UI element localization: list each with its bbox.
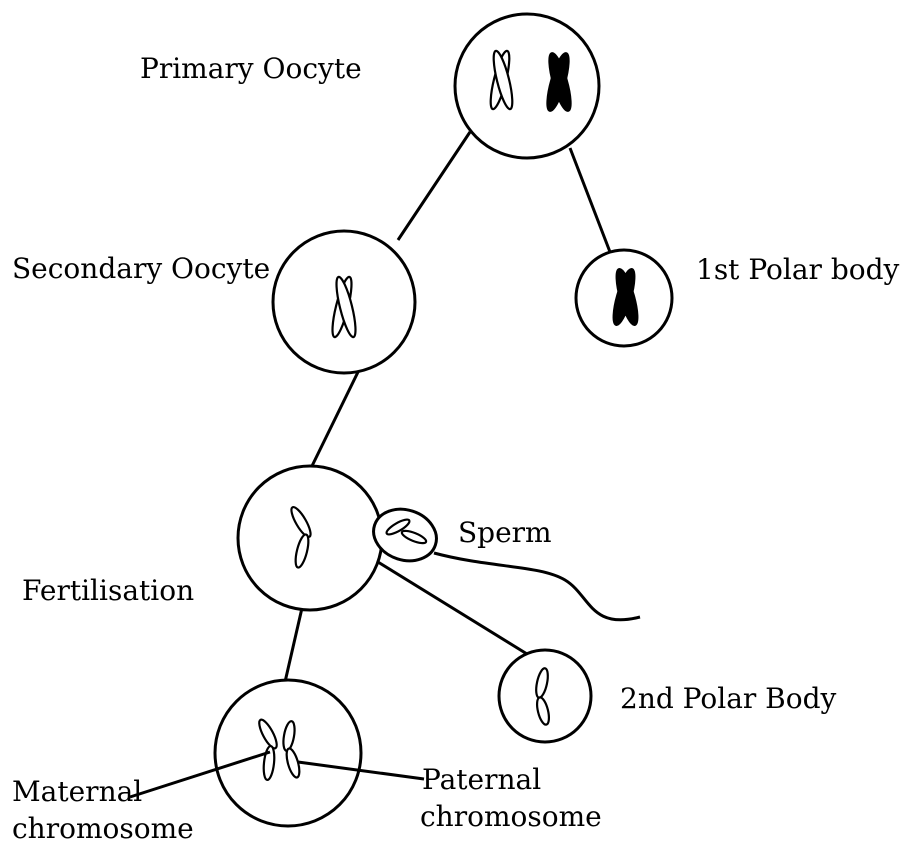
primary-oocyte-label: Primary Oocyte	[140, 52, 362, 85]
second-polar-body-label: 2nd Polar Body	[620, 682, 837, 715]
maternal-chromosome-label: Maternal	[12, 775, 142, 808]
first-polar-body-label: 1st Polar body	[696, 253, 900, 286]
connector-secondary-fertilisation	[312, 372, 358, 466]
second-polar-body-cell	[499, 650, 591, 742]
secondary-oocyte-label: Secondary Oocyte	[12, 252, 270, 285]
paternal-chromosome-label-line2: chromosome	[420, 800, 602, 833]
connector-primary-secondary	[398, 132, 470, 240]
fertilisation-label: Fertilisation	[22, 574, 194, 607]
maternal-chromosome-label-line2: chromosome	[12, 812, 194, 844]
connector-primary-polarbody1	[570, 148, 610, 252]
sperm-label: Sperm	[458, 516, 552, 549]
primary-oocyte-cell	[455, 14, 599, 158]
paternal-chromosome-label: Paternal	[422, 763, 541, 796]
connector-fertilisation-polarbody2	[378, 562, 540, 662]
sperm-tail	[434, 553, 640, 620]
connector-fertilisation-zygote	[285, 608, 302, 682]
fertilisation-cell	[238, 466, 382, 610]
